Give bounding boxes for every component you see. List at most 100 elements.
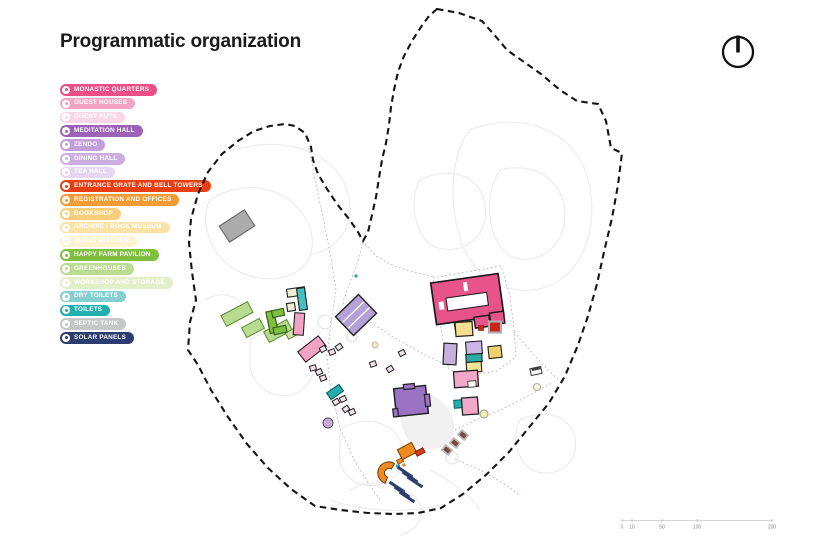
contour-circle — [317, 314, 333, 330]
legend-pill: TOILETS — [60, 304, 111, 317]
legend-label: BOOKSHOP — [74, 209, 113, 217]
bell-tower — [487, 320, 503, 334]
farm-icon — [62, 251, 70, 260]
contour-circle — [445, 451, 459, 465]
legend-pill: MONASTIC QUARTERS — [60, 84, 158, 96]
scale-label: 200 — [768, 525, 777, 531]
legend-item: ENTRANCE GRATE AND BELL TOWERS — [60, 180, 211, 193]
legend-item: DRY TOILETS — [60, 290, 211, 303]
legend-pill: GREENHOUSES — [60, 263, 134, 275]
greenhouse — [240, 317, 266, 339]
site-boundary-layer — [186, 7, 624, 516]
legend-item: TOILETS — [60, 304, 211, 317]
legend-label: GUEST KITCHEN — [74, 237, 129, 245]
teal-marker — [354, 274, 358, 278]
tools-icon — [62, 278, 70, 287]
gray-building — [218, 209, 256, 243]
legend-label: REGISTRATION AND OFFICES — [74, 195, 172, 203]
guest-hut — [318, 344, 328, 354]
legend-label: DINING HALL — [74, 154, 118, 162]
legend-label: SEPTIC TANK — [74, 319, 119, 327]
legend-pill: ZENDO — [60, 139, 106, 151]
legend-item: TEA HALL — [60, 166, 211, 179]
desk-icon — [62, 196, 70, 205]
monastic-rooflight — [462, 281, 469, 292]
contour-line — [349, 482, 422, 536]
legend-item: MEDITATION HALL — [60, 125, 211, 137]
contour-line — [515, 413, 577, 474]
contour-line — [338, 420, 405, 487]
site-boundary — [186, 7, 624, 516]
legend-label: TEA HALL — [74, 168, 107, 176]
north-arrow-icon — [721, 35, 755, 69]
utensils-icon — [62, 154, 70, 163]
guest-house-notch — [467, 380, 477, 388]
workshop-building — [285, 301, 297, 313]
toilets-building — [325, 383, 345, 401]
guest-hut — [314, 367, 324, 377]
solar-panel — [406, 475, 424, 489]
legend-item: GREENHOUSES — [60, 263, 211, 275]
legend-label: HAPPY FARM PAVILION — [74, 250, 151, 258]
legend-pill: GUEST HOUSES — [60, 97, 136, 110]
contour-line — [234, 143, 351, 256]
workshop-building — [295, 286, 309, 312]
teacup-icon — [62, 168, 70, 177]
zendo-building — [334, 293, 378, 337]
contour-line — [429, 469, 481, 511]
toilet-icon — [62, 292, 70, 301]
guest-hut — [331, 397, 341, 407]
septic-tank — [479, 409, 489, 419]
happy-farm-pavilion — [270, 307, 286, 319]
registration-office-fan — [377, 461, 396, 484]
dining-annex — [464, 340, 484, 356]
legend-item: BOOKSHOP — [60, 208, 211, 220]
legend-label: DRY TOILETS — [74, 292, 118, 300]
guest-house — [460, 396, 480, 416]
legend-item: MONASTIC QUARTERS — [60, 84, 211, 96]
contour-line — [488, 167, 566, 260]
legend-label: ENTRANCE GRATE AND BELL TOWERS — [74, 182, 203, 190]
legend-label: GREENHOUSES — [74, 264, 126, 272]
legend-label: ZENDO — [74, 140, 98, 148]
contour-line — [249, 330, 315, 397]
well-structure — [531, 366, 541, 372]
legend-item: ZENDO — [60, 139, 211, 151]
scale-label: 100 — [693, 525, 702, 531]
parcel-dotted-line — [364, 243, 434, 278]
contour-line — [413, 172, 487, 250]
dining-hall — [402, 382, 416, 391]
legend-pill: HAPPY FARM PAVILION — [60, 249, 159, 261]
greenhouse — [220, 300, 254, 328]
hut-icon — [62, 113, 70, 122]
contour-line — [329, 499, 441, 511]
monastic-door — [438, 301, 445, 311]
guest-hut — [338, 394, 348, 404]
toilets-building — [396, 464, 400, 468]
scale-label: 0 — [621, 525, 624, 531]
parcel-dotted-line — [454, 382, 553, 431]
contour-line — [452, 121, 593, 291]
septic-tank — [533, 383, 541, 391]
legend-pill: MEDITATION HALL — [60, 125, 143, 137]
legend-pill: ARCHIVE / BOOK MUSEUM — [60, 221, 170, 234]
legend-label: TOILETS — [74, 306, 103, 314]
legend-item: SEPTIC TANK — [60, 318, 211, 330]
bed-icon — [62, 85, 70, 94]
legend-pill: TEA HALL — [60, 166, 115, 179]
entrance-grate — [414, 447, 426, 457]
plant-icon — [62, 264, 70, 273]
guest-hut — [308, 364, 318, 372]
legend-pill: GUEST KITCHEN — [60, 235, 137, 248]
zendo-roof-line — [341, 301, 365, 323]
bookshop-building — [454, 320, 474, 338]
legend-label: MEDITATION HALL — [74, 126, 135, 134]
guest-hut — [318, 373, 328, 383]
meditation-icon — [62, 127, 70, 136]
dining-hall — [392, 407, 400, 418]
contour-line — [205, 187, 313, 280]
meditation-icon — [62, 140, 70, 149]
